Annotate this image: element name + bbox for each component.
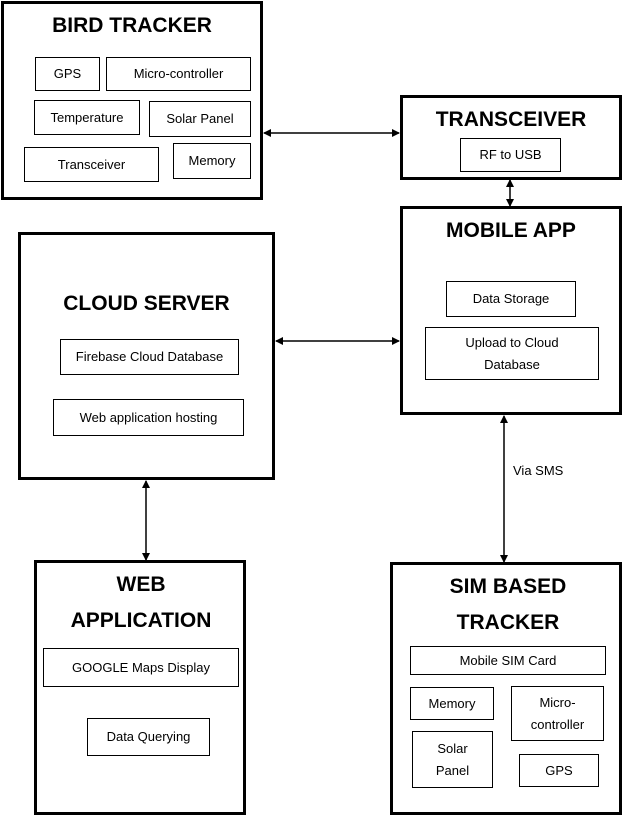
- data-storage-box: Data Storage: [446, 281, 576, 317]
- upload-cloud-box: Upload to Cloud Database: [425, 327, 599, 380]
- cloud-server-title: CLOUD SERVER: [63, 292, 230, 315]
- rf-to-usb-box: RF to USB: [460, 138, 561, 172]
- sim-memory-box: Memory: [410, 687, 494, 720]
- sim-gps-box: GPS: [519, 754, 599, 787]
- sim-tracker-block: SIM BASED TRACKER Mobile SIM Card Memory…: [390, 562, 622, 815]
- web-application-block: WEB APPLICATION GOOGLE Maps Display Data…: [34, 560, 246, 815]
- mobile-app-title: MOBILE APP: [446, 219, 576, 242]
- bird-solar-panel-box: Solar Panel: [149, 101, 251, 137]
- bird-tracker-title: BIRD TRACKER: [52, 14, 212, 37]
- transceiver-block: TRANSCEIVER RF to USB: [400, 95, 622, 180]
- web-hosting-box: Web application hosting: [53, 399, 244, 436]
- bird-microcontroller-box: Micro-controller: [106, 57, 251, 91]
- sim-solar-panel-box: Solar Panel: [412, 731, 493, 788]
- sim-card-box: Mobile SIM Card: [410, 646, 606, 675]
- firebase-box: Firebase Cloud Database: [60, 339, 239, 375]
- bird-gps-box: GPS: [35, 57, 100, 91]
- mobile-app-block: MOBILE APP Data Storage Upload to Cloud …: [400, 206, 622, 415]
- web-application-title: WEB APPLICATION: [70, 573, 212, 632]
- google-maps-box: GOOGLE Maps Display: [43, 648, 239, 687]
- transceiver-title: TRANSCEIVER: [435, 108, 587, 131]
- bird-tracker-block: BIRD TRACKER GPS Micro-controller Temper…: [1, 1, 263, 200]
- cloud-server-block: CLOUD SERVER Firebase Cloud Database Web…: [18, 232, 275, 480]
- data-querying-box: Data Querying: [87, 718, 210, 756]
- bird-temperature-box: Temperature: [34, 100, 140, 135]
- bird-memory-box: Memory: [173, 143, 251, 179]
- sim-tracker-title: SIM BASED TRACKER: [449, 575, 567, 634]
- sim-microcontroller-box: Micro-controller: [511, 686, 604, 741]
- via-sms-label: Via SMS: [513, 463, 564, 478]
- bird-transceiver-box: Transceiver: [24, 147, 159, 182]
